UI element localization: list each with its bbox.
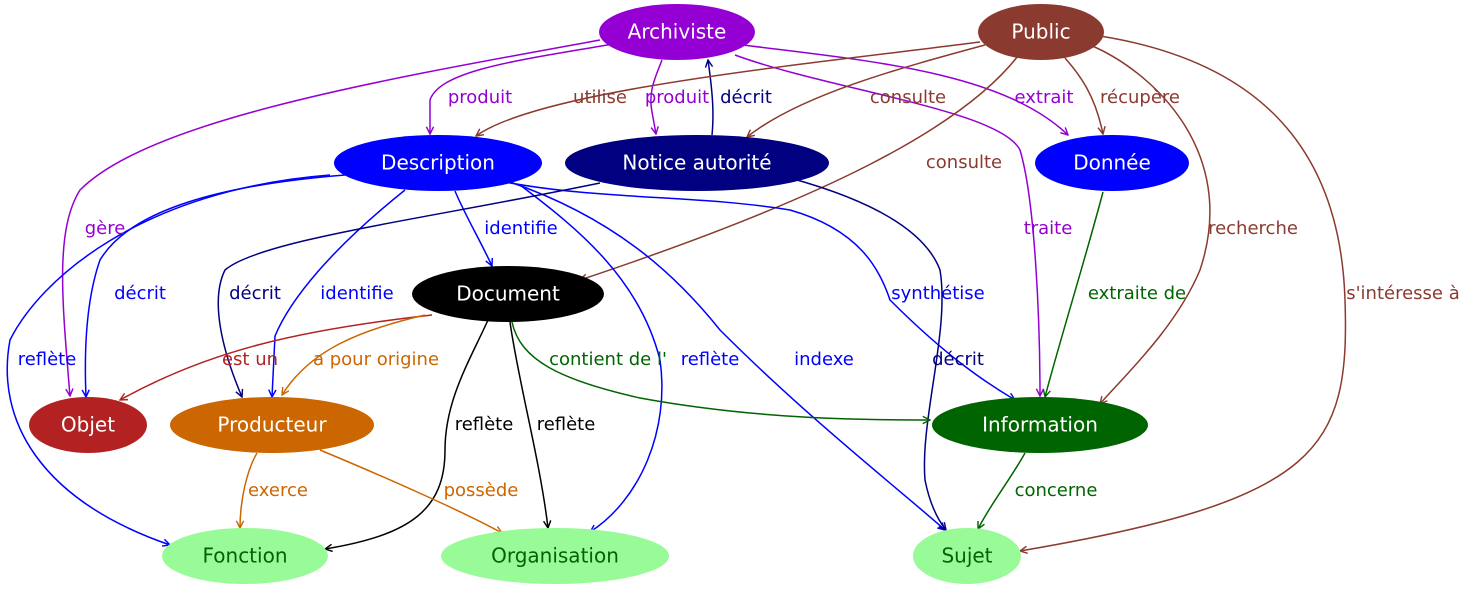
node-shape-description xyxy=(334,135,542,191)
edge-public-sujet xyxy=(1020,35,1347,551)
edge-information-sujet xyxy=(978,452,1026,529)
node-shape-information xyxy=(932,397,1148,453)
edge-document-information xyxy=(511,321,930,420)
edge-label-archiviste-objet: gère xyxy=(85,218,126,239)
node-fonction: Fonction xyxy=(162,528,328,584)
node-information: Information xyxy=(932,397,1148,453)
node-sujet: Sujet xyxy=(913,528,1021,584)
edge-notice-archiviste xyxy=(708,60,714,136)
node-document: Document xyxy=(412,266,604,322)
node-label-notice: Notice autorité xyxy=(622,151,771,175)
node-label-producteur: Producteur xyxy=(217,413,327,437)
node-shape-notice xyxy=(565,135,829,191)
edge-label-notice-archiviste: décrit xyxy=(720,87,772,108)
node-donnee: Donnée xyxy=(1035,135,1189,191)
node-label-donnee: Donnée xyxy=(1073,151,1151,175)
edge-notice-sujet xyxy=(789,177,946,530)
node-shape-producteur xyxy=(170,397,374,453)
edge-public-information xyxy=(1089,44,1211,404)
node-label-document: Document xyxy=(456,282,560,306)
edge-label-archiviste-description: produit xyxy=(448,87,512,108)
edge-label-archiviste-notice: produit xyxy=(645,87,709,108)
edge-label-description-fonction: reflète xyxy=(18,349,77,370)
edge-public-description xyxy=(476,41,981,136)
edge-label-notice-sujet: décrit xyxy=(932,349,984,370)
edge-label-producteur-organisation: possède xyxy=(444,480,519,501)
node-label-objet: Objet xyxy=(61,413,115,437)
edge-public-document xyxy=(580,55,1019,280)
edge-label-document-objet: est un xyxy=(222,349,278,370)
edge-producteur-fonction xyxy=(240,452,258,528)
node-shape-objet xyxy=(29,397,147,453)
edge-label-description-organisation: reflète xyxy=(681,349,740,370)
edge-label-description-information: synthétise xyxy=(891,283,985,304)
node-shape-fonction xyxy=(162,528,328,584)
node-label-information: Information xyxy=(982,413,1098,437)
node-label-organisation: Organisation xyxy=(491,544,619,568)
edge-archiviste-objet xyxy=(61,39,601,396)
node-producteur: Producteur xyxy=(170,397,374,453)
node-organisation: Organisation xyxy=(441,528,669,584)
edge-label-document-producteur: a pour origine xyxy=(313,349,439,370)
edge-document-fonction xyxy=(325,319,489,549)
edge-label-public-information: recherche xyxy=(1208,218,1298,239)
edge-public-notice xyxy=(747,44,986,137)
edge-label-public-sujet: s'intéresse à xyxy=(1346,283,1460,304)
node-shape-document xyxy=(412,266,604,322)
edge-document-organisation xyxy=(509,321,548,528)
node-shape-organisation xyxy=(441,528,669,584)
node-label-fonction: Fonction xyxy=(202,544,287,568)
edge-label-document-organisation: reflète xyxy=(537,414,596,435)
node-shape-sujet xyxy=(913,528,1021,584)
edge-producteur-organisation xyxy=(319,449,502,533)
edge-document-objet xyxy=(120,314,433,400)
node-shape-archiviste xyxy=(599,4,755,60)
node-archiviste: Archiviste xyxy=(599,4,755,60)
edge-archiviste-description xyxy=(430,43,614,134)
edge-label-information-sujet: concerne xyxy=(1015,480,1098,501)
edge-label-description-producteur: identifie xyxy=(320,283,393,304)
edge-label-archiviste-donnee: extrait xyxy=(1015,87,1074,108)
node-shape-donnee xyxy=(1035,135,1189,191)
edge-label-document-information: contient de l' xyxy=(549,349,667,370)
edge-archiviste-information xyxy=(734,54,1040,396)
node-public: Public xyxy=(978,4,1104,60)
node-shape-public xyxy=(978,4,1104,60)
edge-public-donnee xyxy=(1064,57,1103,134)
edge-label-public-donnee: récupère xyxy=(1100,87,1180,108)
edge-label-document-fonction: reflète xyxy=(455,414,514,435)
edge-labels-layer: produit produit gère traite extrait décrit uti… xyxy=(18,87,1460,501)
node-label-public: Public xyxy=(1011,20,1070,44)
node-description: Description xyxy=(334,135,542,191)
node-label-description: Description xyxy=(381,151,495,175)
edge-label-producteur-fonction: exerce xyxy=(248,480,308,501)
edge-notice-producteur xyxy=(217,182,601,397)
node-objet: Objet xyxy=(29,397,147,453)
edge-label-donnee-information: extraite de xyxy=(1088,283,1186,304)
node-label-sujet: Sujet xyxy=(941,544,992,568)
edge-label-description-sujet: indexe xyxy=(794,349,854,370)
edge-label-archiviste-information: traite xyxy=(1024,218,1073,239)
edge-description-fonction xyxy=(6,174,331,545)
edge-archiviste-notice xyxy=(650,59,663,134)
edge-description-sujet xyxy=(509,181,945,530)
edge-description-document xyxy=(454,190,492,266)
edge-description-producteur xyxy=(272,189,406,397)
edges-layer xyxy=(6,35,1347,551)
edge-label-description-objet: décrit xyxy=(114,283,166,304)
edge-label-description-document: identifie xyxy=(484,218,557,239)
edge-description-organisation xyxy=(519,184,663,532)
edge-label-public-notice: consulte xyxy=(870,87,946,108)
edge-archiviste-donnee xyxy=(734,43,1068,135)
node-label-archiviste: Archiviste xyxy=(628,20,727,44)
edge-document-producteur xyxy=(282,314,426,395)
edge-label-public-document: consulte xyxy=(926,152,1002,173)
edge-description-information xyxy=(504,181,1015,400)
edge-label-public-description: utilise xyxy=(573,87,627,108)
node-notice: Notice autorité xyxy=(565,135,829,191)
edge-label-notice-producteur: décrit xyxy=(229,283,281,304)
edge-donnee-information xyxy=(1045,191,1104,397)
